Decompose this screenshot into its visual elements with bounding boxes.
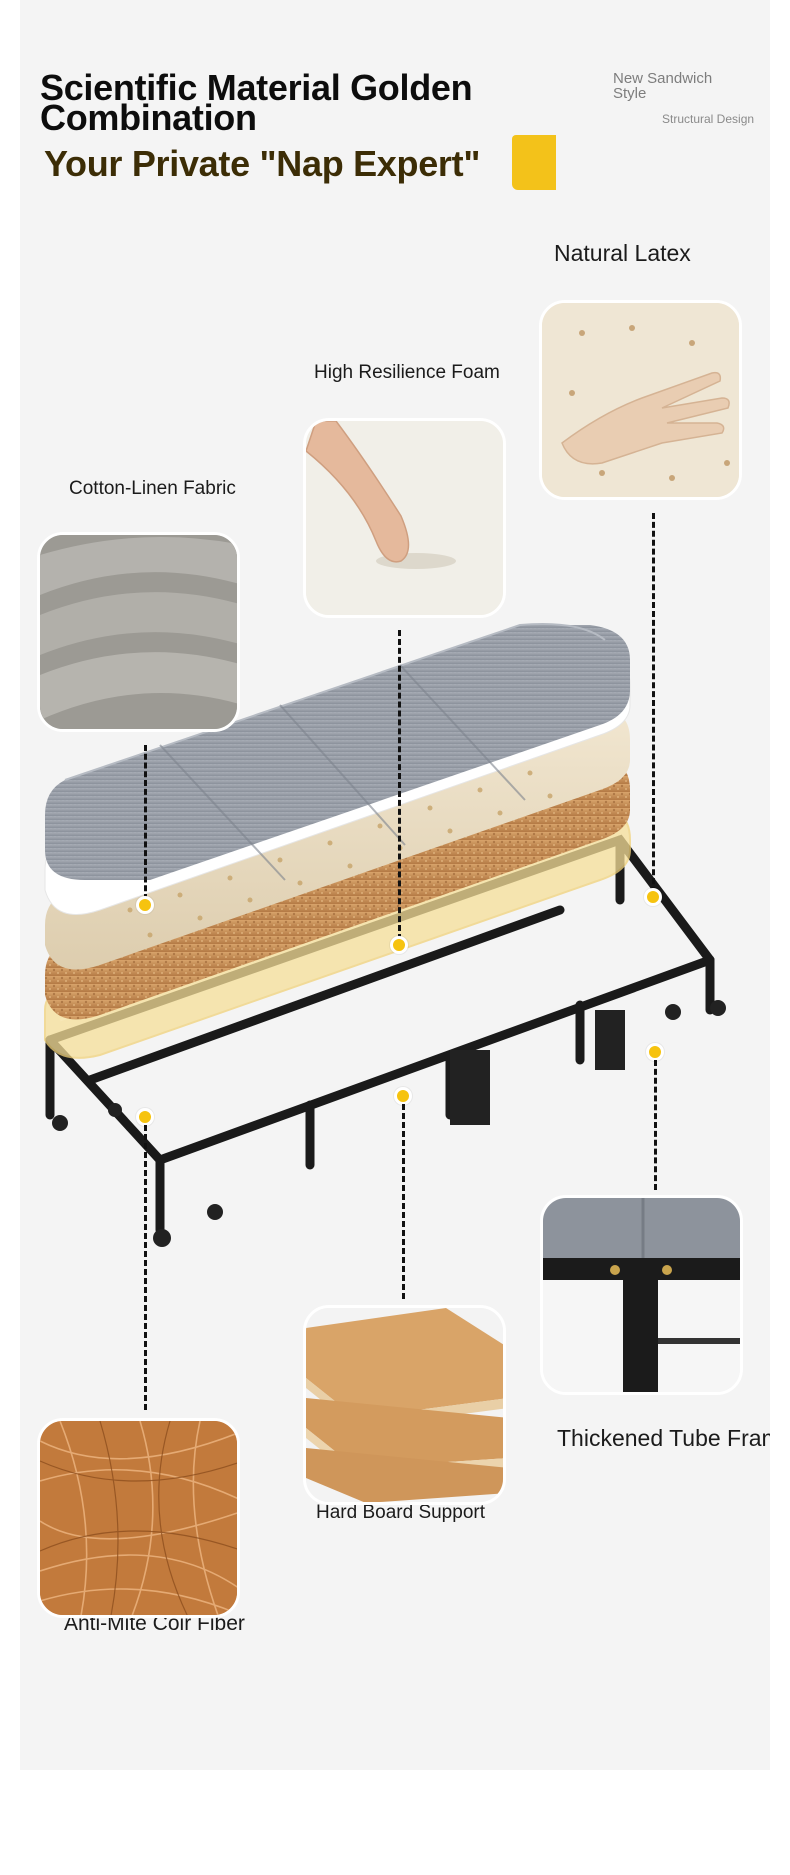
- mattress-layers-illustration: [44, 623, 726, 1247]
- cotton-linen-fabric-photo: [37, 532, 240, 732]
- high-resilience-foam-photo: [303, 418, 506, 618]
- connector-latex: [652, 513, 655, 893]
- accent-block: [512, 135, 556, 190]
- dot-foam: [390, 936, 408, 954]
- dot-coir: [136, 1108, 154, 1126]
- natural-latex-photo: [539, 300, 742, 500]
- fabric-layer: [45, 625, 630, 880]
- connector-fabric: [144, 745, 147, 900]
- thickened-tube-frame-photo: [540, 1195, 743, 1395]
- connector-coir: [144, 1125, 147, 1410]
- product-card: Scientific Material Golden Combination Y…: [20, 0, 770, 1770]
- page-title: Scientific Material Golden Combination: [40, 67, 473, 138]
- dot-fabric: [136, 896, 154, 914]
- style-tag: New Sandwich Style: [613, 70, 713, 102]
- label-hard-board-support: Hard Board Support: [316, 1502, 485, 1523]
- connector-board: [402, 1104, 405, 1299]
- finger-shape: [306, 421, 410, 563]
- label-high-resilience-foam: High Resilience Foam: [314, 362, 500, 383]
- dot-frame: [646, 1043, 664, 1061]
- connector-foam: [398, 630, 401, 940]
- connector-frame: [654, 1060, 657, 1190]
- header: Scientific Material Golden Combination Y…: [20, 35, 770, 205]
- hard-board-support-photo: [303, 1305, 506, 1505]
- anti-mite-coir-fiber-photo: [37, 1418, 240, 1618]
- frame-wheels: [52, 1000, 726, 1247]
- label-cotton-linen-fabric: Cotton-Linen Fabric: [69, 478, 236, 499]
- dot-board: [394, 1087, 412, 1105]
- label-natural-latex: Natural Latex: [554, 240, 691, 266]
- design-tag: Structural Design: [662, 112, 755, 126]
- dot-latex: [644, 888, 662, 906]
- hand-shape: [561, 371, 730, 465]
- label-thickened-tube-frame: Thickened Tube Frame: [557, 1425, 770, 1451]
- page-subtitle: Your Private "Nap Expert": [44, 143, 481, 184]
